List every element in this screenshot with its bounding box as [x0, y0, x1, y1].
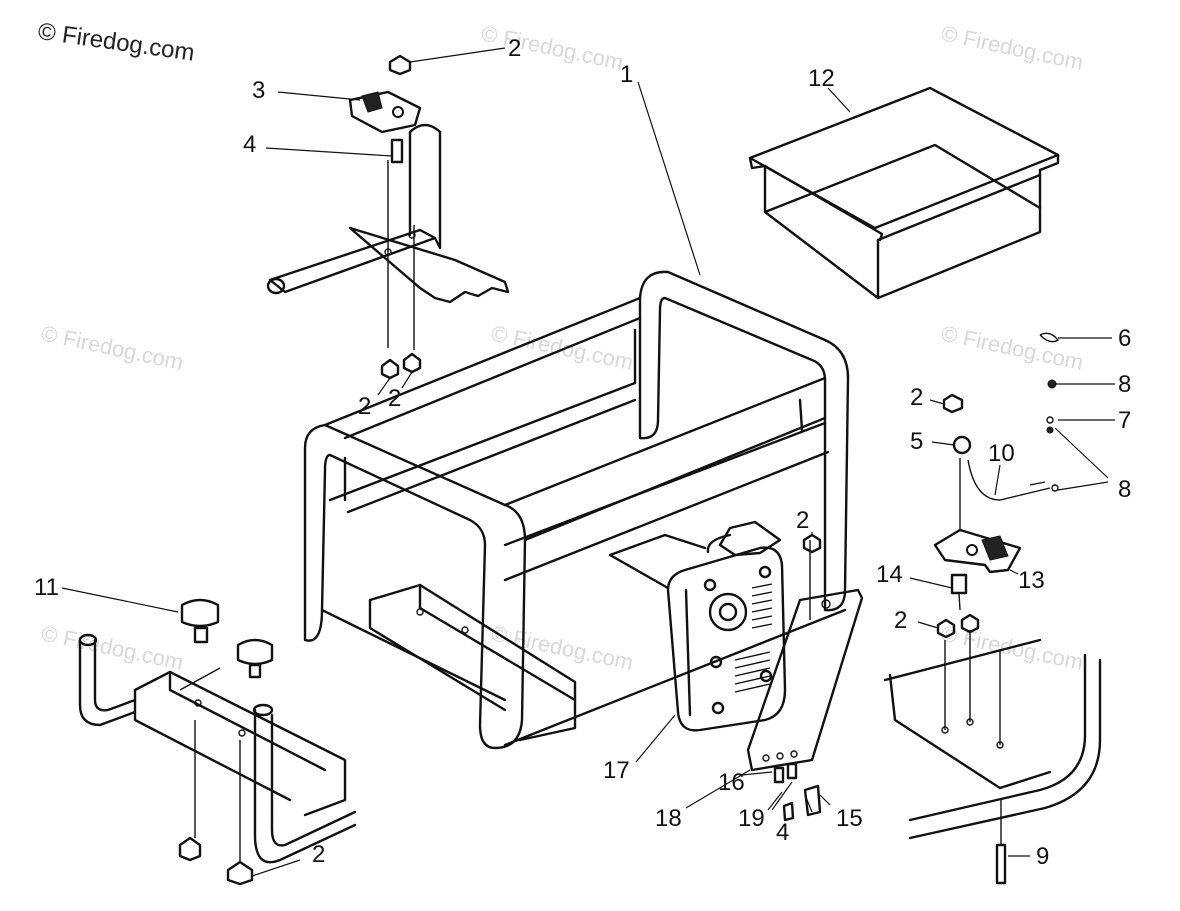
- callout-17: 17: [603, 757, 630, 784]
- callouts: 2 3 4 1 12 2 2 6 8 2 7 5 10 8 2 13 14 2 …: [34, 35, 1131, 870]
- callout-16: 16: [718, 769, 745, 796]
- callout-14: 14: [876, 561, 903, 588]
- callout-2: 2: [894, 607, 907, 634]
- callout-19: 19: [738, 805, 765, 832]
- part-bracket: [746, 540, 864, 772]
- watermark: © Firedog.com: [939, 20, 1086, 75]
- watermark: © Firedog.com: [39, 320, 186, 375]
- callout-8: 8: [1118, 476, 1131, 503]
- watermark: © Firedog.com: [39, 620, 186, 675]
- watermark: © Firedog.com: [939, 320, 1086, 375]
- part-base-right: [883, 630, 1102, 885]
- callout-10: 10: [988, 440, 1015, 467]
- callout-2: 2: [796, 507, 809, 534]
- part-handle-lower: [78, 598, 357, 864]
- callout-2: 2: [388, 385, 401, 412]
- callout-3: 3: [252, 77, 265, 104]
- callout-11: 11: [34, 574, 59, 601]
- part-tray: [748, 86, 1060, 300]
- callout-1: 1: [620, 61, 633, 88]
- watermarks: © Firedog.com © Firedog.com © Firedog.co…: [39, 20, 1086, 675]
- callout-15: 15: [836, 805, 863, 832]
- callout-6: 6: [1118, 325, 1131, 352]
- callout-2: 2: [312, 841, 325, 868]
- watermark: © Firedog.com: [489, 620, 636, 675]
- callout-2: 2: [508, 35, 521, 62]
- callout-18: 18: [655, 805, 682, 832]
- callout-12: 12: [808, 65, 835, 92]
- muffler-vents: [734, 583, 773, 693]
- callout-9: 9: [1036, 843, 1049, 870]
- callout-4: 4: [243, 131, 256, 158]
- part-handle-upper: [266, 90, 510, 350]
- part-muffler: [666, 520, 787, 732]
- callout-2: 2: [358, 393, 371, 420]
- callout-4: 4: [776, 819, 789, 846]
- part-clamp-assembly: [933, 458, 1051, 611]
- callout-8: 8: [1118, 371, 1131, 398]
- callout-13: 13: [1018, 567, 1045, 594]
- callout-2: 2: [910, 384, 923, 411]
- leader-lines: [61, 47, 1115, 877]
- callout-7: 7: [1118, 407, 1131, 434]
- watermark: © Firedog.com: [479, 20, 626, 75]
- callout-5: 5: [910, 428, 923, 455]
